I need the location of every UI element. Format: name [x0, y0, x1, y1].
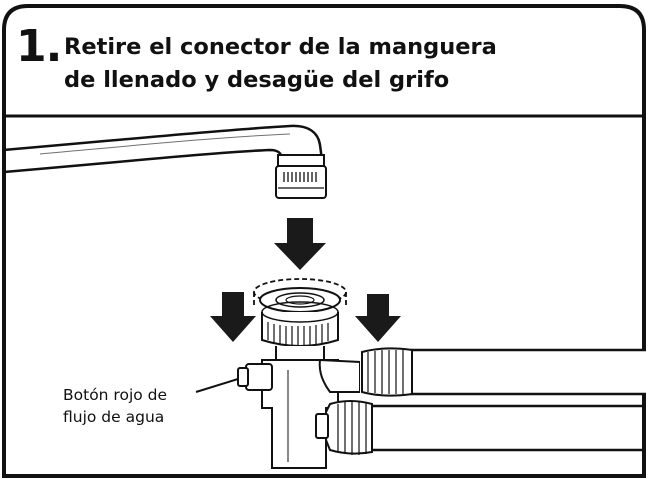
hose-icon	[360, 347, 646, 397]
step-title-line-2: de llenado y desagüe del grifo	[64, 67, 450, 93]
step-title-line-1: Retire el conector de la manguera	[64, 34, 497, 60]
callout-line-2: flujo de agua	[63, 408, 165, 426]
down-arrow-icon	[355, 294, 401, 342]
faucet-icon	[3, 124, 327, 199]
hose-connector-icon	[237, 278, 361, 469]
step-heading: 1. Retire el conector de la manguera de …	[14, 22, 614, 112]
callout-label: Botón rojo de flujo de agua	[63, 384, 223, 428]
down-arrow-icon	[210, 292, 256, 342]
down-arrow-icon	[274, 218, 326, 270]
step-number: 1.	[16, 21, 62, 72]
panel-frame	[2, 4, 646, 478]
hose-icon	[315, 400, 646, 455]
callout-line-1: Botón rojo de	[63, 386, 168, 404]
callout-leader-line	[195, 378, 239, 393]
